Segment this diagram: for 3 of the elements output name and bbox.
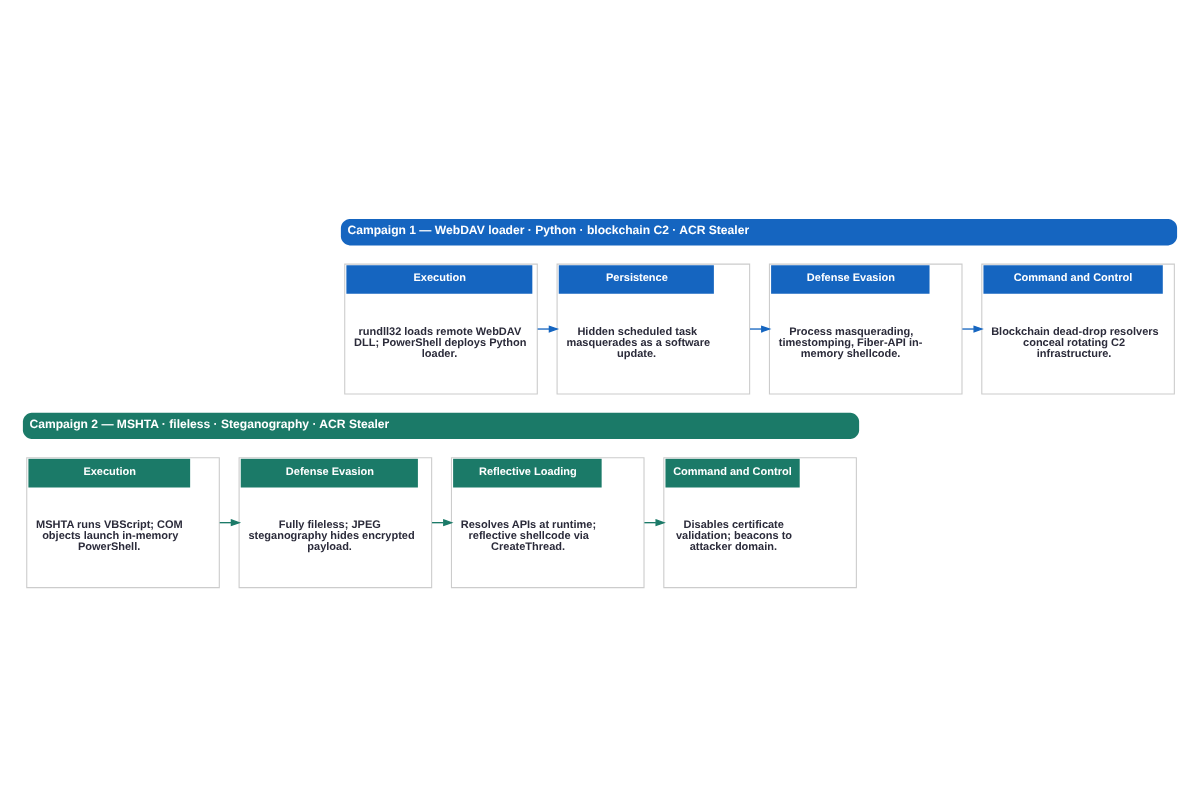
arrow (537, 325, 560, 333)
arrow (749, 325, 772, 333)
arrow (961, 325, 984, 333)
